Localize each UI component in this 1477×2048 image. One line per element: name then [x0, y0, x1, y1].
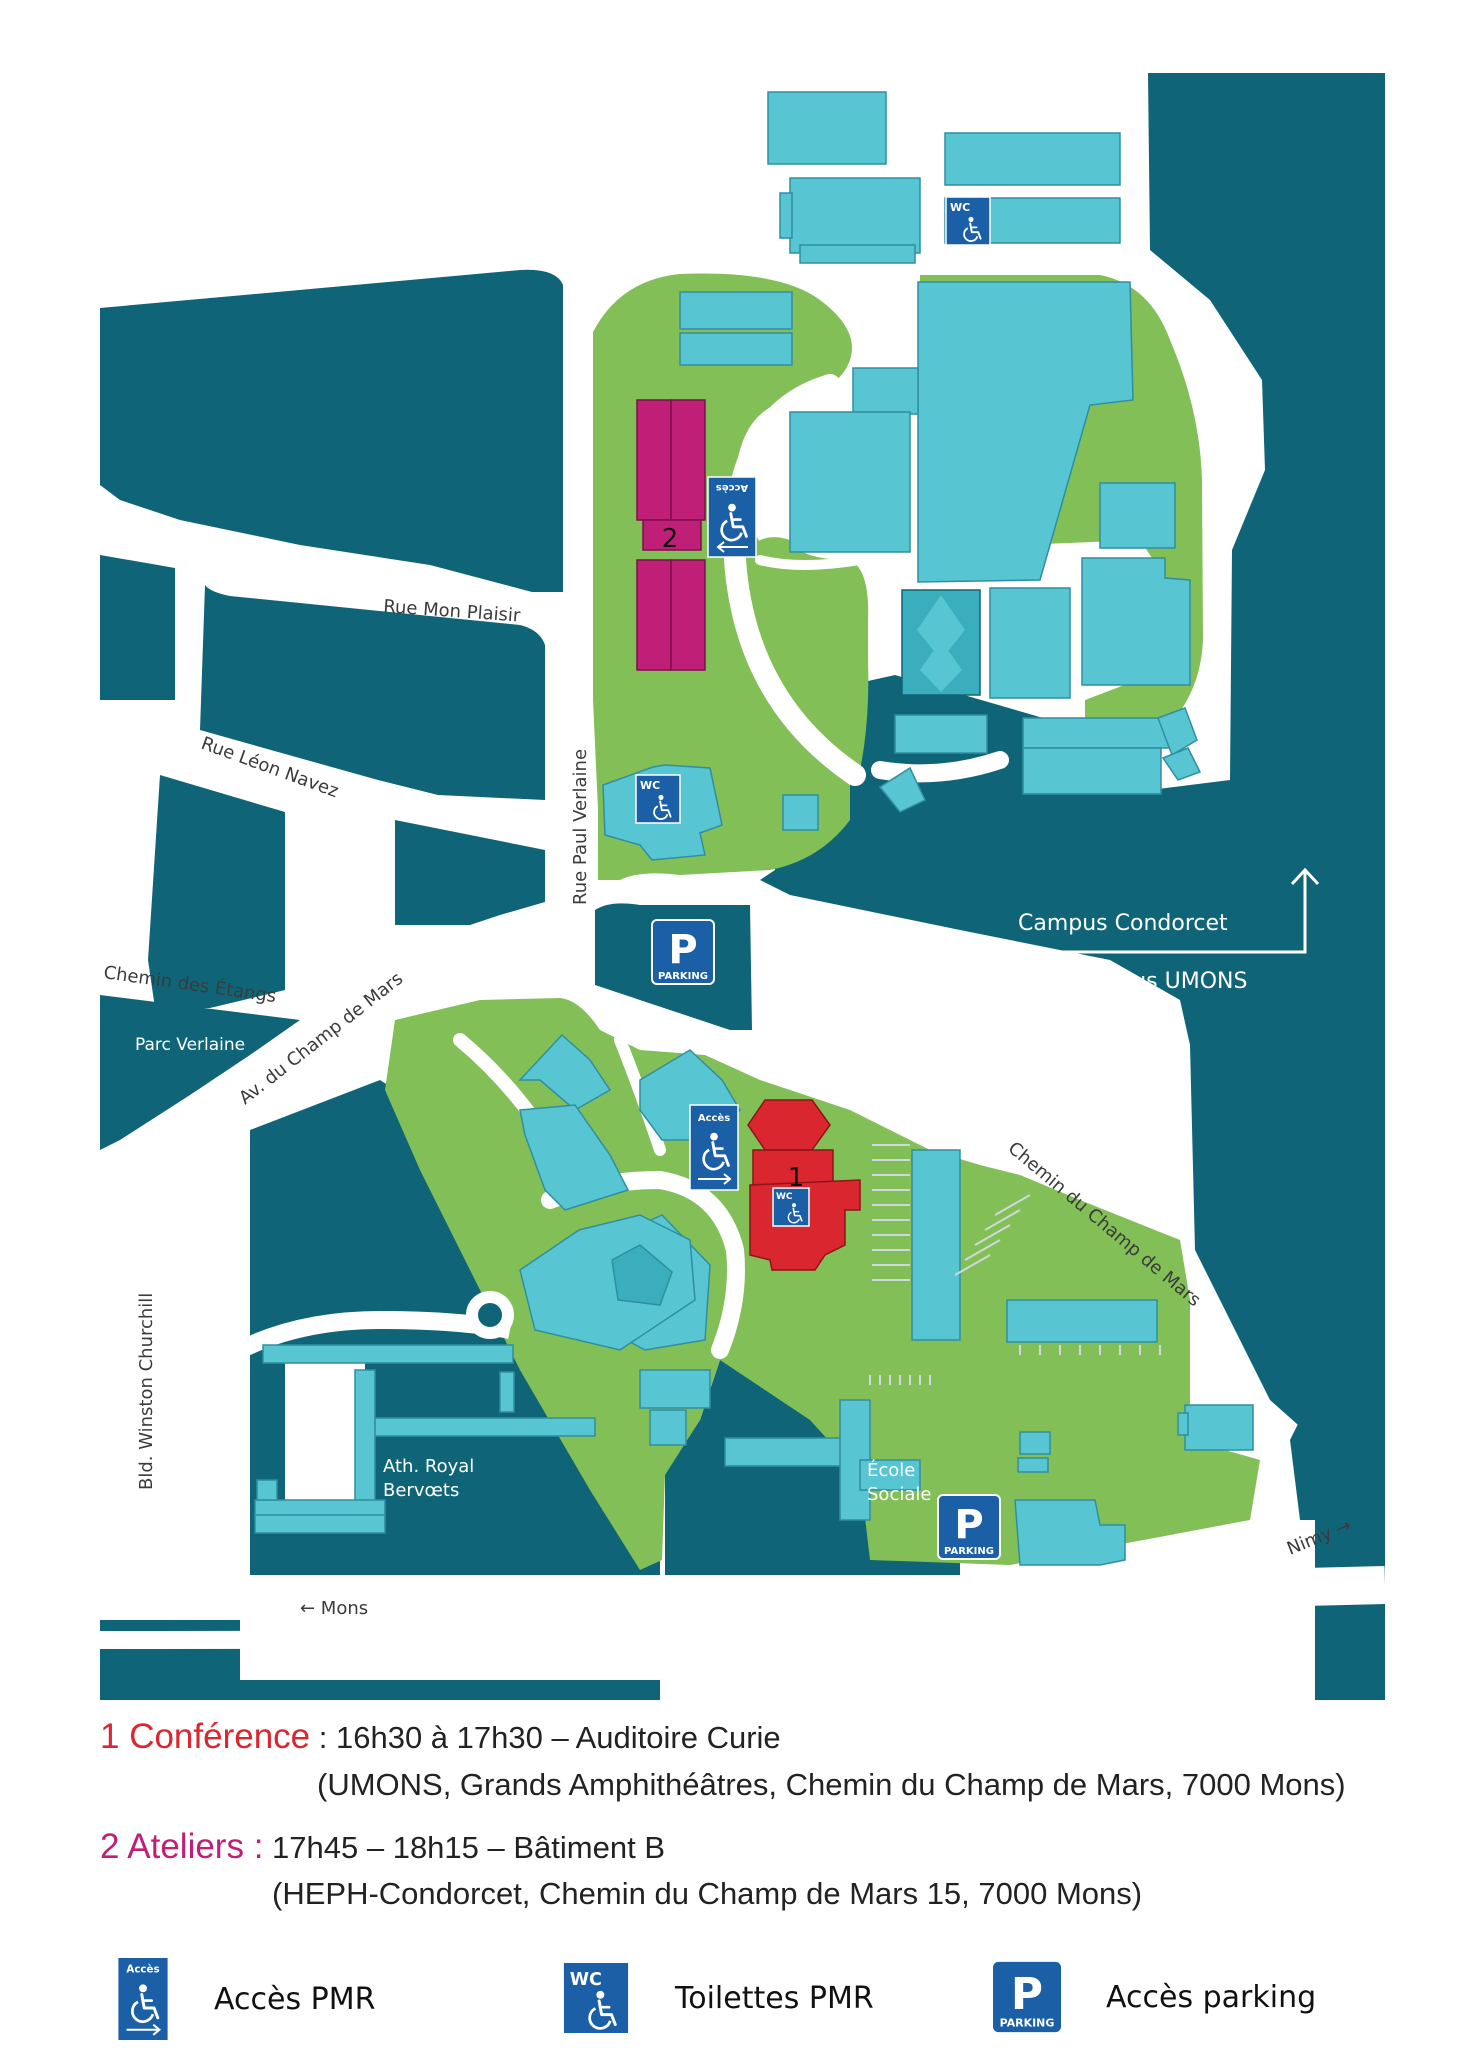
svg-text:P: P	[954, 1502, 983, 1548]
ath-royal-field	[285, 1355, 365, 1515]
parking-sign-north: P PARKING	[651, 919, 715, 985]
label-bld-winston-churchill: Bld. Winston Churchill	[136, 1293, 157, 1490]
patterned-building	[901, 589, 981, 696]
svg-text:Accès: Accès	[126, 1963, 159, 1975]
wc-sign-north: WC	[945, 196, 991, 246]
parking-icon: P PARKING	[993, 1961, 1061, 2033]
svg-text:WC: WC	[570, 1970, 602, 1990]
block-south-east	[1290, 1420, 1350, 1520]
legend-ateliers-text: 17h45 – 18h15 – Bâtiment B	[263, 1830, 665, 1865]
campus-condorcet-label: Campus Condorcet	[1018, 911, 1228, 936]
svg-text:WC: WC	[950, 201, 970, 214]
svg-text:PARKING: PARKING	[658, 971, 708, 982]
key-toilettes-pmr: WC Toilettes PMR	[562, 1963, 874, 2033]
ateliers-marker: 2	[662, 524, 679, 554]
green-north-center	[744, 537, 869, 790]
wc-sign-west: WC	[635, 774, 681, 824]
svg-text:P: P	[1011, 1969, 1043, 2020]
parking-stripes	[869, 1144, 1161, 1385]
svg-text:Accès: Accès	[716, 482, 748, 494]
legend-conference-address: (UMONS, Grands Amphithéâtres, Chemin du …	[317, 1767, 1346, 1802]
block-bottom-strip	[155, 1680, 660, 1700]
legend-ateliers-address: (HEPH-Condorcet, Chemin du Champ de Mars…	[272, 1876, 1143, 1911]
legend-conference-text: : 16h30 à 17h30 – Auditoire Curie	[310, 1720, 781, 1755]
label-ath-royal-1: Ath. Royal	[383, 1456, 474, 1477]
label-rue-paul-verlaine: Rue Paul Verlaine	[570, 749, 591, 905]
campus-direction-arrows	[1015, 867, 1320, 1011]
city-blocks	[100, 73, 1385, 1700]
svg-text:P: P	[668, 927, 697, 973]
svg-text:WC: WC	[776, 1192, 793, 1202]
buildings	[254, 91, 1254, 1566]
label-mons: ← Mons	[300, 1598, 368, 1619]
pentagon-building-inner	[611, 1244, 673, 1306]
key-acces-pmr-label: Accès PMR	[214, 1981, 376, 2017]
key-acces-pmr: Accès Accès PMR	[117, 1958, 375, 2040]
block-center-north	[200, 585, 545, 800]
acces-sign-conference: Accès	[689, 1104, 739, 1191]
svg-text:WC: WC	[640, 779, 660, 792]
label-ath-royal-2: Bervœts	[383, 1480, 459, 1501]
svg-text:PARKING: PARKING	[1000, 2017, 1055, 2030]
legend-ateliers-head: 2 Ateliers :	[100, 1827, 264, 1866]
campus-umons-label: Campus UMONS	[1068, 969, 1247, 994]
svg-text:PARKING: PARKING	[944, 1546, 994, 1557]
conference-marker: 1	[788, 1163, 805, 1193]
label-ecole-1: École	[867, 1459, 915, 1481]
label-parc-verlaine: Parc Verlaine	[135, 1035, 245, 1055]
svg-text:Accès: Accès	[698, 1112, 730, 1124]
label-ecole-2: Sociale	[867, 1484, 931, 1505]
acces-pmr-icon: Accès	[118, 1958, 168, 2040]
campus-map: 2 1 Campus Condorcet Campus UMONS Rue Mo…	[99, 73, 1386, 1700]
block-rue-mon-plaisir	[100, 555, 175, 700]
main-roads-south	[99, 1566, 1386, 1649]
key-toilettes-pmr-label: Toilettes PMR	[675, 1980, 874, 2016]
parking-sign-south: P PARKING	[937, 1494, 1001, 1560]
acces-sign-ateliers: Accès	[707, 476, 757, 558]
roundabout	[466, 1291, 514, 1339]
pentagon-building-outer	[519, 1214, 696, 1351]
block-small-center	[395, 820, 545, 925]
road-loop-south-west	[175, 1310, 512, 1481]
green-main-campus	[385, 998, 1260, 1570]
block-large-east	[760, 73, 1385, 1700]
legend-ateliers: 2 Ateliers : 17h45 – 18h15 – Bâtiment B	[100, 1827, 665, 1867]
legend-conference: 1 Conférence : 16h30 à 17h30 – Auditoire…	[100, 1717, 781, 1757]
key-acces-parking: P PARKING Accès parking	[993, 1961, 1316, 2033]
wc-sign-conference: WC	[772, 1187, 810, 1227]
block-leon-navez-south	[148, 775, 285, 1008]
legend-conference-head: 1 Conférence	[100, 1717, 311, 1756]
block-north-west	[100, 269, 563, 592]
toilettes-pmr-icon: WC	[563, 1963, 629, 2033]
block-parc-verlaine	[100, 995, 300, 1150]
key-acces-parking-label: Accès parking	[1106, 1979, 1317, 2015]
ateliers-building	[636, 399, 706, 671]
